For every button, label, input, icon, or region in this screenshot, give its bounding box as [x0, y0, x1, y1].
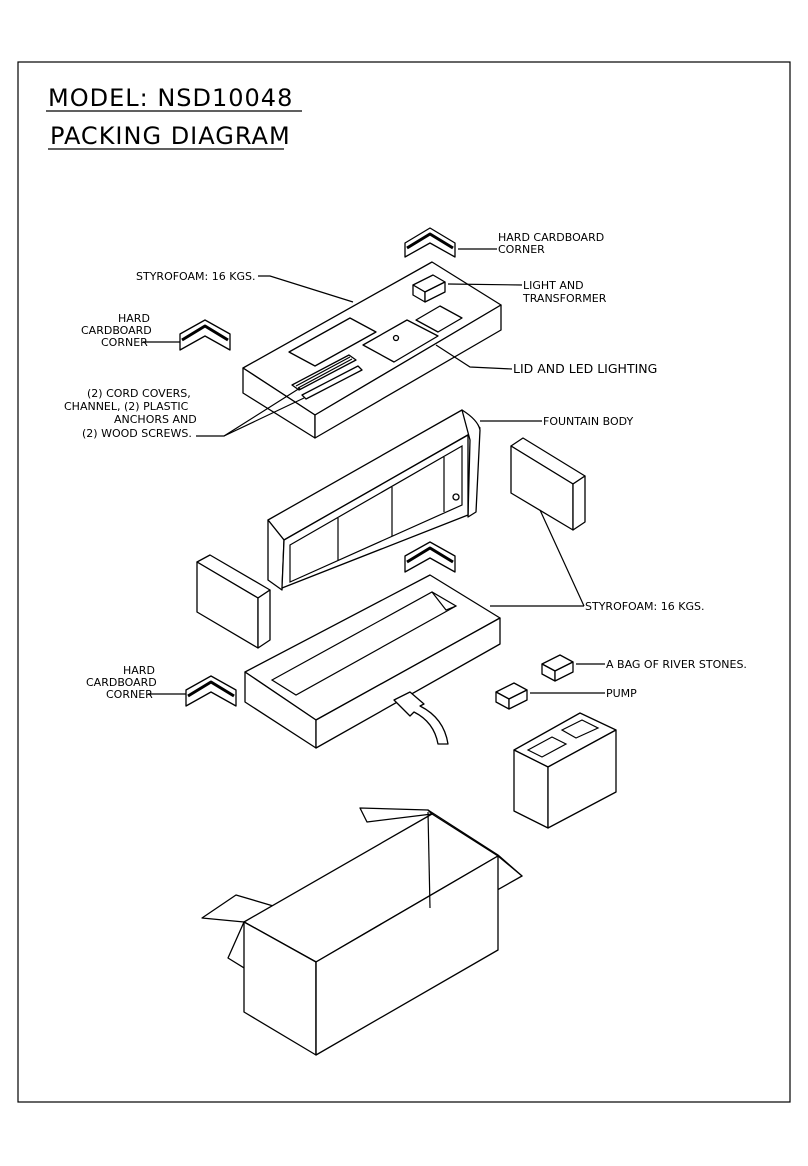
label-hard-corner-low-2: CARDBOARD: [86, 676, 157, 689]
leader-lid: [435, 344, 513, 370]
pump: [495, 682, 528, 710]
label-pump: PUMP: [606, 687, 637, 700]
hard-cardboard-corner-middle: [404, 541, 456, 573]
hard-cardboard-corner-lower: [185, 675, 237, 707]
label-hard-corner-left-1: HARD: [118, 312, 150, 325]
label-cord-1: (2) CORD COVERS,: [87, 387, 191, 400]
label-cord-4: (2) WOOD SCREWS.: [82, 427, 192, 440]
label-cord-3: ANCHORS AND: [114, 413, 197, 426]
styrofoam-bottom-tray: [244, 574, 501, 749]
label-stones: A BAG OF RIVER STONES.: [606, 658, 747, 671]
sheet-border: [17, 61, 791, 1103]
label-styrofoam-mid: STYROFOAM: 16 KGS.: [585, 600, 704, 613]
hard-cardboard-corner-left: [179, 319, 231, 351]
label-hard-corner-low-1: HARD: [123, 664, 155, 677]
model-title: MODEL: NSD10048: [48, 84, 293, 112]
rotation-arrow-icon: [393, 691, 449, 745]
label-styrofoam-top: STYROFOAM: 16 KGS.: [136, 270, 255, 283]
label-hard-corner-top-1: HARD CARDBOARD: [498, 231, 604, 244]
label-light-2: TRANSFORMER: [522, 292, 607, 305]
styrofoam-block-right: [510, 437, 586, 531]
divider-box: [513, 712, 617, 829]
hard-cardboard-corner-top: [404, 227, 456, 258]
label-fountain: FOUNTAIN BODY: [543, 415, 634, 428]
styrofoam-top-tray: [242, 261, 502, 439]
leader-cord-2: [223, 397, 305, 437]
label-lid: LID AND LED LIGHTING: [513, 361, 657, 376]
leader-light: [447, 283, 523, 286]
shipping-carton: [201, 807, 523, 1056]
label-light-1: LIGHT AND: [523, 279, 584, 292]
styrofoam-block-left: [196, 554, 271, 649]
leader-styrofoam-mid: [539, 509, 585, 607]
label-hard-corner-left-3: CORNER: [101, 336, 148, 349]
label-hard-corner-low-3: CORNER: [106, 688, 153, 701]
label-hard-corner-top-2: CORNER: [498, 243, 545, 256]
packing-subtitle: PACKING DIAGRAM: [50, 122, 291, 150]
river-stones-bag: [541, 654, 574, 682]
label-cord-2: CHANNEL, (2) PLASTIC: [64, 400, 189, 413]
leader-styrofoam-top: [258, 275, 354, 303]
fountain-body: [267, 409, 481, 591]
label-hard-corner-left-2: CARDBOARD: [81, 324, 152, 337]
